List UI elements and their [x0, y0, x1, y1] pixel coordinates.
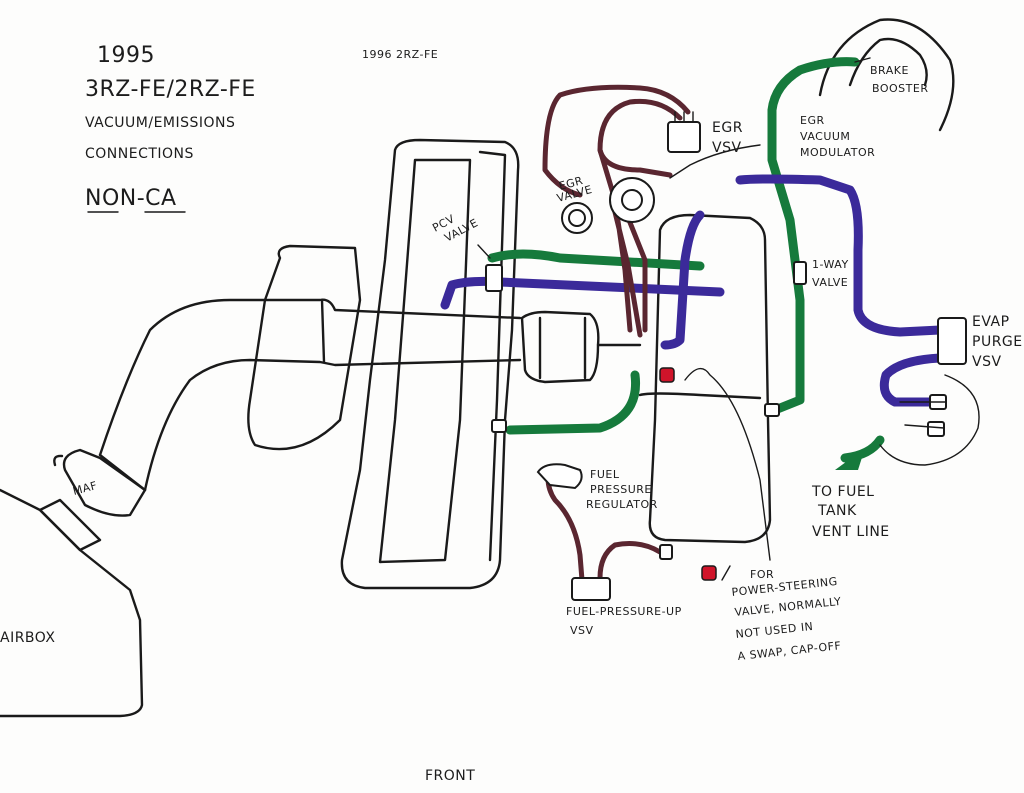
- purple-hose-center: [660, 210, 705, 350]
- maf-label: MAF: [71, 479, 98, 498]
- brown-hose-egr: [542, 84, 691, 198]
- egr-modulator-label-3: MODULATOR: [800, 146, 875, 159]
- egr-modulator-label-1: EGR: [800, 114, 825, 127]
- one-way-label-1: 1-WAY: [812, 258, 849, 271]
- egr-vsv-label-1: EGR: [712, 120, 743, 136]
- title-line4: CONNECTIONS: [85, 146, 194, 162]
- cap-pointer: [684, 367, 771, 561]
- green-arrow-head: [835, 448, 865, 470]
- manifold-inner: [378, 158, 472, 564]
- ps-note-1: FOR: [750, 568, 774, 581]
- airbox-label: AIRBOX: [0, 630, 56, 646]
- maf-tab: [53, 454, 64, 467]
- title-engines: 3RZ-FE/2RZ-FE: [85, 77, 256, 102]
- throttle-ribs: [538, 316, 587, 380]
- ps-note-3: VALVE, NORMALLY: [734, 595, 842, 619]
- title-line3: VACUUM/EMISSIONS: [85, 115, 235, 131]
- tb-port: [491, 419, 507, 433]
- green-hose-pcv-top: [487, 249, 705, 271]
- vc-port: [764, 403, 780, 417]
- brake-booster-label-1: BRAKE: [870, 64, 909, 77]
- intake-coupler: [320, 298, 326, 364]
- throttle-body: [520, 310, 600, 384]
- evap-canister-arc: [879, 374, 980, 466]
- ps-note-5: A SWAP, CAP-OFF: [737, 639, 842, 663]
- evap-label-2: PURGE: [972, 334, 1023, 350]
- fpr-fitting: [659, 544, 673, 560]
- vent-label-2: TANK: [817, 503, 857, 519]
- egr-modulator-inner: [621, 189, 643, 211]
- fuel-pressure-regulator: [536, 463, 583, 490]
- fuel-pressure-up-vsv: [571, 577, 611, 601]
- egr-vsv-pins: [674, 111, 694, 123]
- brake-booster-outer: [818, 18, 955, 132]
- booster-pointer: [854, 57, 871, 63]
- valve-cover-line: [638, 392, 762, 400]
- green-hose-brake-booster: [767, 57, 860, 415]
- egr-valve-label-1: EGR: [557, 174, 584, 193]
- title-year: 1995: [97, 43, 155, 68]
- modulator-pointer: [669, 144, 761, 179]
- front-label: FRONT: [425, 768, 475, 784]
- red-cap-throttle: [659, 367, 675, 383]
- egr-vsv: [667, 121, 701, 153]
- green-hose-lower: [505, 370, 641, 435]
- fpu-vsv-label-2: VSV: [570, 624, 594, 637]
- fpu-vsv-label-1: FUEL-PRESSURE-UP: [566, 605, 682, 618]
- intake-manifold: [340, 138, 520, 590]
- pcv-pointer: [477, 244, 491, 259]
- maf-housing: [62, 448, 147, 517]
- engine-1996-label: 1996 2RZ-FE: [362, 48, 438, 61]
- egr-vsv-label-2: VSV: [712, 140, 742, 156]
- evap-label-3: VSV: [972, 354, 1002, 370]
- ps-note-4: NOT USED IN: [735, 620, 814, 641]
- evap-port-lines: [899, 401, 946, 429]
- pcv-valve: [485, 264, 503, 292]
- brown-hose-throttle: [597, 147, 648, 338]
- evap-purge-vsv: [937, 317, 967, 365]
- evap-label-1: EVAP: [972, 314, 1010, 330]
- vent-label-3: VENT LINE: [812, 524, 890, 540]
- plenum-housing: [247, 244, 362, 451]
- fpr-label-2: PRESSURE: [590, 483, 652, 496]
- brake-booster-label-2: BOOSTER: [872, 82, 928, 95]
- fpr-label-3: REGULATOR: [586, 498, 658, 511]
- egr-valve-inner: [568, 209, 586, 227]
- intake-tube-bottom: [143, 358, 522, 492]
- purple-hose-top: [735, 174, 945, 337]
- ps-pointer: [721, 565, 731, 581]
- brake-booster-inner: [848, 37, 928, 87]
- egr-modulator-label-2: VACUUM: [800, 130, 850, 143]
- one-way-label-2: VALVE: [812, 276, 848, 289]
- title-variant: NON-CA: [85, 186, 177, 211]
- intake-tube-top: [98, 298, 522, 457]
- evap-port-2: [927, 421, 945, 437]
- fpr-label-1: FUEL: [590, 468, 620, 481]
- red-cap-power-steering: [701, 565, 717, 581]
- purple-hose-evap-loop: [879, 353, 945, 407]
- brown-hose-egr-2: [597, 98, 683, 178]
- one-way-valve: [793, 261, 807, 285]
- airbox-outline: [0, 488, 144, 718]
- brown-hose-fpr: [545, 475, 663, 583]
- valve-cover: [648, 213, 772, 544]
- green-hose-vent: [840, 435, 885, 463]
- vent-label-1: TO FUEL: [811, 484, 874, 500]
- ps-note-2: POWER-STEERING: [731, 575, 838, 599]
